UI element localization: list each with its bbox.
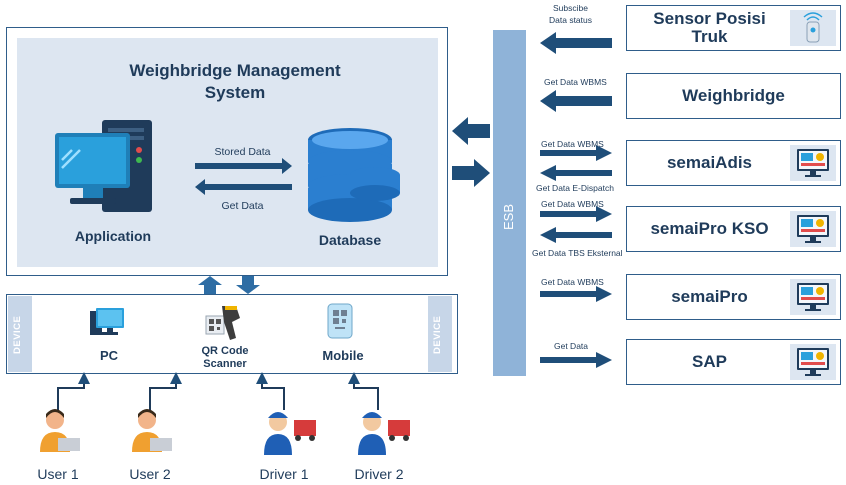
weighbridge-arrow-label: Get Data WBMS — [544, 77, 607, 87]
driver-2-label: Driver 2 — [354, 466, 404, 482]
system-semaiprokso-name: semaiPro KSO — [650, 219, 769, 238]
qr-label: QR Code Scanner — [190, 345, 260, 371]
sensor-name-line2: Truk — [691, 27, 728, 46]
semaiprokso-arrow-label-2: Get Data TBS Eksternal — [532, 248, 623, 258]
stored-data-label: Stored Data — [214, 146, 271, 158]
sap-arrow-label: Get Data — [554, 341, 589, 351]
driver-1-label: Driver 1 — [259, 466, 309, 482]
user-2-label: User 2 — [129, 466, 171, 482]
semaiadis-arrow-label-2: Get Data E-Dispatch — [536, 183, 614, 193]
system-sensor-posisi-truk: Sensor Posisi Truk — [626, 5, 841, 51]
device-side-left: DEVICE — [8, 296, 32, 372]
user-1-label: User 1 — [37, 466, 79, 482]
database-label: Database — [318, 232, 382, 248]
system-semaipro-kso: semaiPro KSO — [626, 206, 841, 252]
wbms-title-line2: System — [204, 83, 266, 102]
pc-label: PC — [99, 348, 119, 363]
semaiadis-arrow-label-1: Get Data WBMS — [541, 139, 604, 149]
system-sensor-name: Sensor Posisi Truk — [627, 6, 792, 50]
monitor-dashboard-icon — [790, 344, 836, 380]
monitor-dashboard-icon — [790, 145, 836, 181]
system-semaipro-name: semaiPro — [671, 287, 748, 306]
wbms-title-line1: Weighbridge Management — [129, 61, 341, 80]
esb-bar: ESB — [493, 30, 526, 376]
monitor-dashboard-icon — [790, 279, 836, 315]
system-weighbridge: Weighbridge — [626, 73, 841, 119]
sensor-arrow-label-1: Subscibe — [553, 3, 588, 13]
system-semaiadis-name: semaiAdis — [666, 153, 753, 172]
semaipro-arrow-label: Get Data WBMS — [541, 277, 604, 287]
semaiprokso-arrow-label-1: Get Data WBMS — [541, 199, 604, 209]
application-label: Application — [74, 228, 152, 244]
qr-label-line1: QR Code — [201, 345, 249, 357]
mobile-label: Mobile — [322, 348, 364, 363]
sensor-arrow-label-2: Data status — [549, 15, 592, 25]
system-weighbridge-name: Weighbridge — [682, 86, 785, 105]
qr-label-line2: Scanner — [203, 358, 247, 370]
sensor-icon — [790, 10, 836, 46]
device-side-right: DEVICE — [428, 296, 452, 372]
wbms-title: Weighbridge Management System — [80, 60, 390, 104]
monitor-dashboard-icon — [790, 211, 836, 247]
sensor-name-line1: Sensor Posisi — [653, 9, 766, 28]
system-sap: SAP — [626, 339, 841, 385]
get-data-label: Get Data — [221, 200, 264, 212]
system-semaiadis: semaiAdis — [626, 140, 841, 186]
system-semaipro: semaiPro — [626, 274, 841, 320]
system-sap-name: SAP — [692, 352, 727, 371]
